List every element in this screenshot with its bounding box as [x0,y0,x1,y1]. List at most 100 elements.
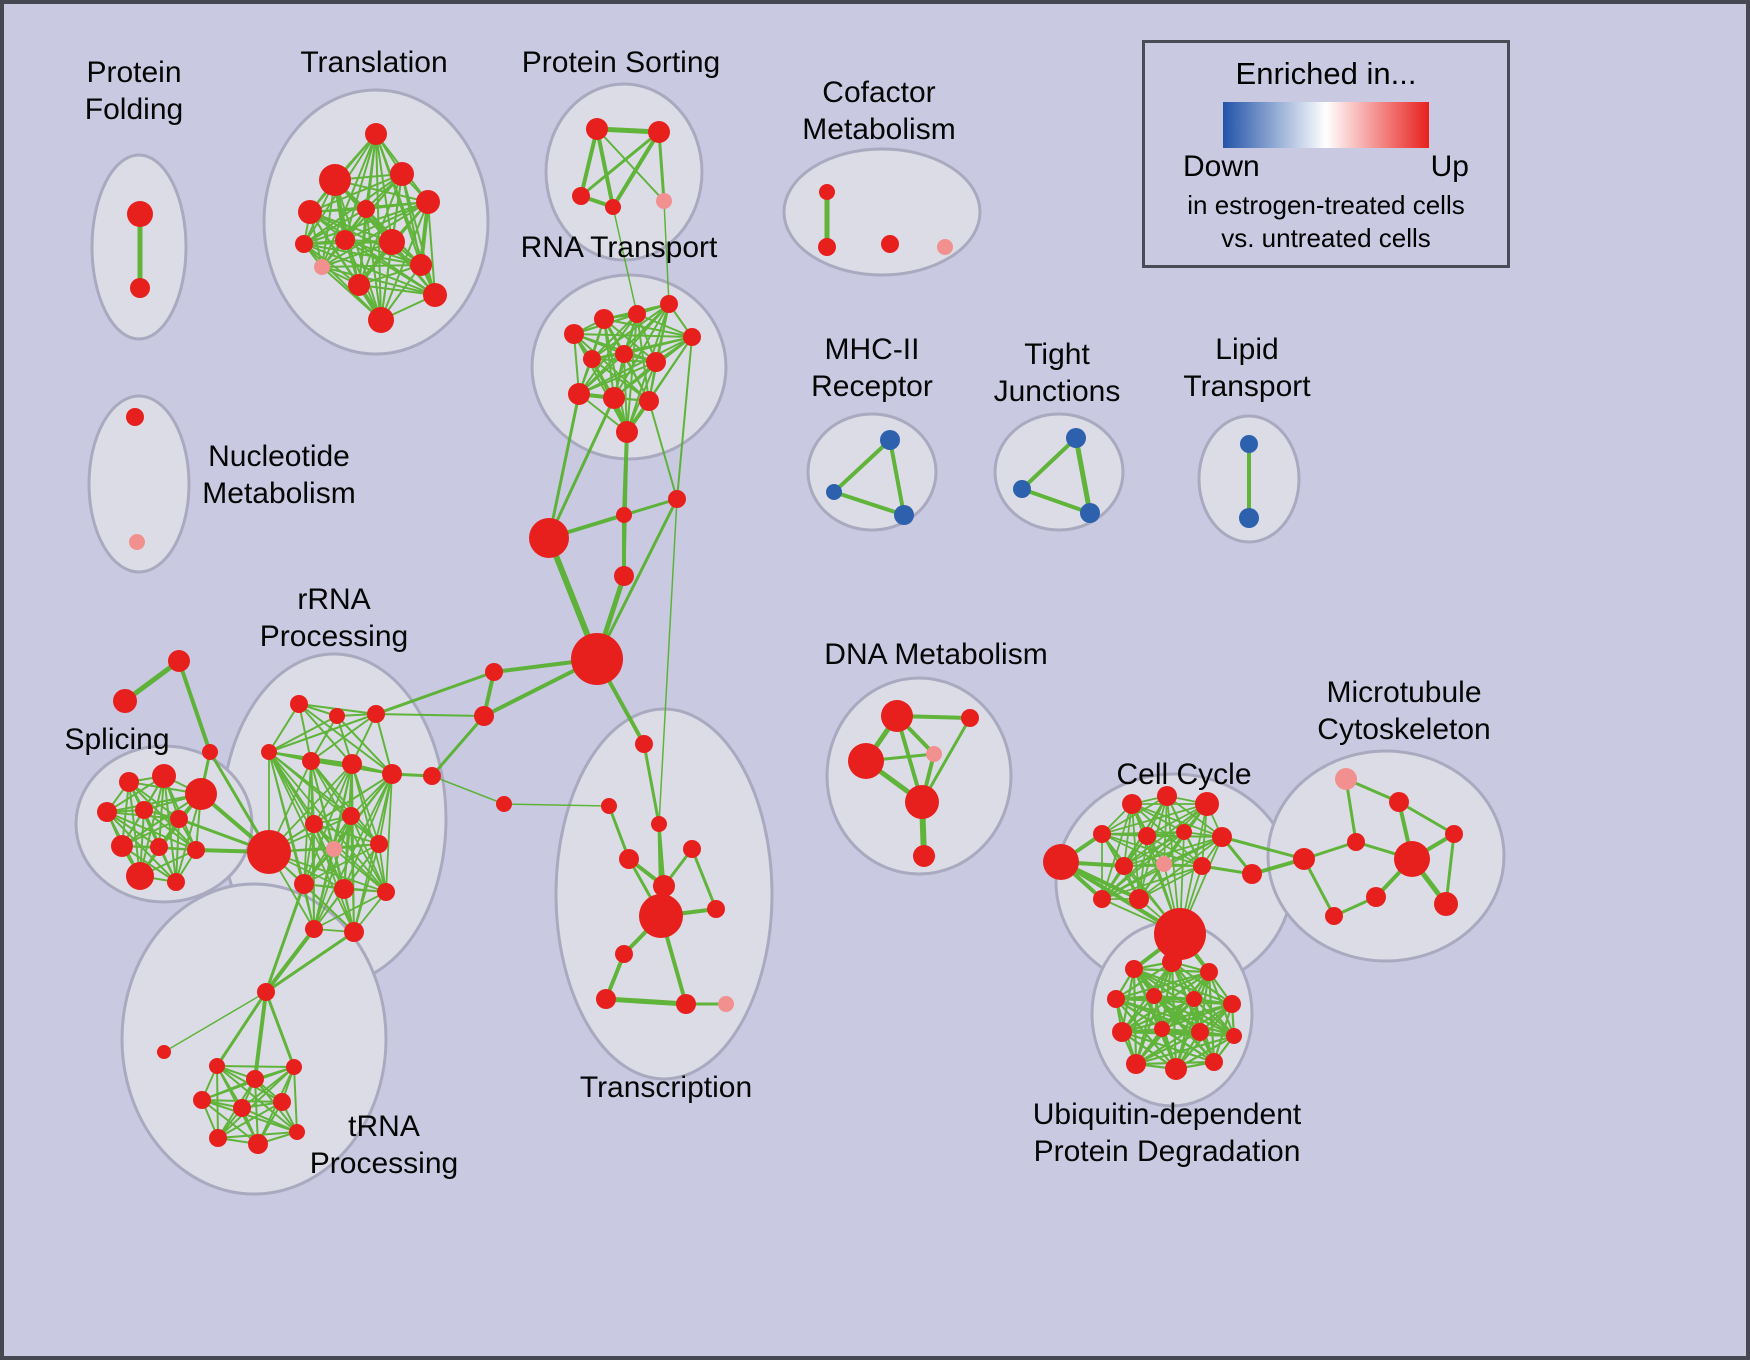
network-node [1242,864,1262,884]
network-edge [253,990,268,1081]
network-node [1239,508,1259,528]
network-edge [313,823,387,893]
network-edge [1397,800,1456,836]
network-edge [622,497,679,517]
network-node [97,802,117,822]
network-node [127,201,153,227]
legend-subtitle-line2: vs. untreated cells [1221,223,1431,253]
network-node [377,883,395,901]
network-node [423,767,441,785]
network-edge [623,353,628,433]
network-edge [1152,970,1211,998]
network-node [568,383,590,405]
network-edge [216,1065,219,1139]
network-node [334,879,354,899]
cluster-label-translation: Translation [300,46,447,79]
network-node [639,894,683,938]
network-edge [888,438,906,517]
network-edge [380,241,393,321]
network-edge [309,211,393,243]
network-edge [1160,1002,1234,1031]
network-node [126,408,144,426]
network-node [248,1134,268,1154]
network-node [167,873,185,891]
network-node [683,328,701,346]
network-node [1154,908,1206,960]
network-node [1226,1028,1242,1044]
network-edge [1020,487,1092,515]
network-node [572,187,590,205]
network-edge [832,438,892,494]
network-edge [264,990,296,1069]
network-node [594,309,614,329]
network-node [1366,887,1386,907]
legend-scale-labels: Down Up [1183,150,1469,184]
network-edge [690,847,718,911]
network-edge [579,127,599,198]
network-node [1191,1023,1209,1041]
network-node [905,785,939,819]
network-edge [380,201,429,321]
network-node [1212,827,1232,847]
network-edge [676,336,693,500]
network-node [295,235,313,253]
network-node [628,305,646,323]
network-node [367,705,385,723]
network-edge [313,823,380,845]
network-edge [595,127,615,209]
network-edge [268,751,315,930]
cluster-label-splicing: Splicing [64,723,169,756]
network-node [365,123,387,145]
network-edge [268,751,380,845]
network-node [246,1070,264,1088]
network-edge [303,208,367,245]
network-node [209,1058,225,1074]
network-node [707,900,725,918]
network-edge [375,713,393,775]
network-edge [642,742,661,826]
network-node [1223,995,1241,1013]
network-edge [358,284,436,296]
network-edge [309,173,403,213]
network-node [656,193,672,209]
network-node [881,700,913,732]
network-node [209,1129,227,1147]
network-edge [579,130,661,198]
network-node [615,945,633,963]
network-node [1066,428,1086,448]
network-node [529,518,569,558]
network-node [826,484,842,500]
network-edge [1114,970,1211,1001]
network-node [168,650,190,672]
network-edge [657,130,666,203]
network-edge [321,201,429,268]
network-edge [313,891,387,930]
network-node [926,746,942,762]
network-edge [264,927,316,994]
network-edge [591,358,650,402]
network-node [1013,480,1031,498]
network-node [344,922,364,942]
network-node [474,706,494,726]
network-node [1043,844,1079,880]
network-edge [431,775,505,805]
network-node [370,835,388,853]
network-edge [596,128,665,202]
network-edge [1174,970,1211,1071]
network-node [1193,857,1211,875]
network-node [1325,907,1343,925]
network-node [1126,1054,1146,1074]
network-node [646,352,666,372]
network-node [668,490,686,508]
network-node [170,810,188,828]
network-edge [623,336,693,355]
legend-up-label: Up [1430,150,1469,183]
network-edge [241,1107,298,1133]
network-node [1445,825,1463,843]
network-node [113,689,137,713]
network-node [1162,952,1182,972]
network-edge [1114,997,1178,1071]
network-edge [313,763,353,825]
